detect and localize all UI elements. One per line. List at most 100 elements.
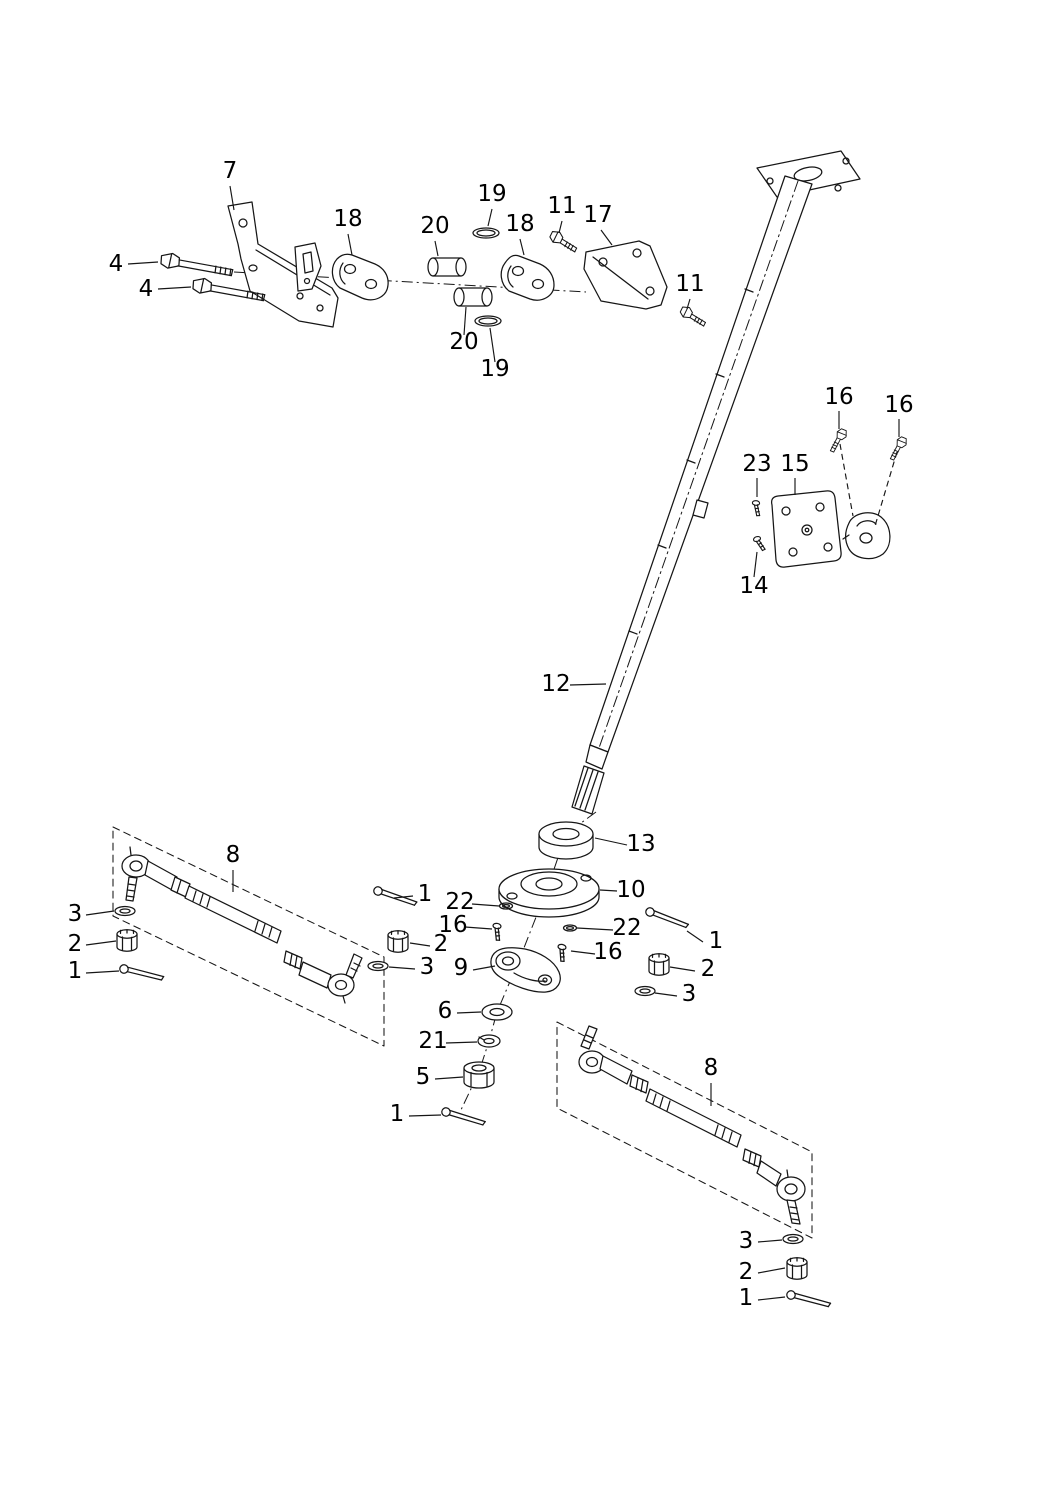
part-number-label: 20 <box>449 329 478 355</box>
ring-19-upper <box>472 227 500 239</box>
part-number-label: 10 <box>616 877 645 903</box>
part-number-label: 7 <box>223 158 238 184</box>
leader-line <box>464 926 493 930</box>
leader-line <box>347 233 353 256</box>
castle-nut-2-bottom-right <box>786 1257 808 1280</box>
screw-16-center-right <box>554 943 569 963</box>
leader-line <box>408 1114 442 1117</box>
part-number-label: 5 <box>416 1064 431 1090</box>
castle-nut-2-right <box>648 953 670 976</box>
part-number-label: 2 <box>434 931 449 957</box>
part-number-label: 16 <box>438 912 467 938</box>
mount-tab-bracket <box>294 242 322 292</box>
part-number-label: 19 <box>480 356 509 382</box>
part-number-label: 8 <box>226 842 241 868</box>
screw-16-center-left <box>490 922 504 942</box>
part-number-label: 19 <box>477 181 506 207</box>
leader-line <box>434 240 439 257</box>
leader-line <box>654 992 678 997</box>
screw-16-b <box>889 435 909 463</box>
leader-line <box>558 220 563 234</box>
tie-rod-assembly-left-8 <box>112 826 385 1047</box>
leader-line <box>669 966 696 972</box>
washer-3-bottom-right <box>782 1233 804 1245</box>
lock-washer-21 <box>477 1034 501 1048</box>
oring-22-right <box>562 924 578 932</box>
bearing-13 <box>538 821 594 860</box>
leader-line <box>445 1041 478 1044</box>
washer-3-center <box>367 960 389 972</box>
bolt-11-upper <box>547 228 581 254</box>
part-number-label: 16 <box>593 939 622 965</box>
leader-line <box>570 950 596 955</box>
cotter-pin-1-right <box>643 906 691 929</box>
leader-line <box>85 910 115 916</box>
leader-line <box>569 683 607 686</box>
part-number-label: 20 <box>420 213 449 239</box>
leader-line <box>594 837 628 846</box>
part-number-label: 9 <box>454 955 469 981</box>
leader-line <box>85 940 117 946</box>
part-number-label: 1 <box>709 928 724 954</box>
leader-line <box>393 895 414 899</box>
part-number-label: 15 <box>780 451 809 477</box>
tie-rod-assembly-right-8 <box>556 1021 813 1239</box>
part-number-label: 4 <box>139 276 154 302</box>
leader-line <box>85 970 120 974</box>
part-number-label: 14 <box>739 573 768 599</box>
leader-lines-layer <box>85 185 900 1301</box>
screw-16-a <box>829 427 849 455</box>
leader-line <box>757 1267 786 1274</box>
leader-line <box>409 942 431 947</box>
bushing-5 <box>463 1061 495 1089</box>
part-number-label: 2 <box>68 931 83 957</box>
part-number-label: 2 <box>701 956 716 982</box>
part-number-label: 11 <box>547 193 576 219</box>
support-bracket-17 <box>583 240 668 310</box>
part-number-label: 13 <box>626 831 655 857</box>
cotter-pin-1-left <box>118 963 165 981</box>
screw-14 <box>752 534 766 553</box>
ball-joint-outer-right <box>756 1160 806 1225</box>
flange-plate-10 <box>498 868 600 918</box>
part-number-label: 1 <box>68 958 83 984</box>
part-number-label: 22 <box>445 889 474 915</box>
clamp-18-right <box>500 254 555 301</box>
leader-line <box>757 1239 783 1243</box>
leader-line <box>686 930 704 943</box>
column-mount-bracket-15 <box>771 490 842 568</box>
ball-joint-inner-left <box>298 953 363 1004</box>
leader-line <box>599 889 618 892</box>
bolt-11-right <box>678 304 709 328</box>
leader-line <box>753 551 758 578</box>
part-number-label: 16 <box>884 392 913 418</box>
part-number-label: 18 <box>333 206 362 232</box>
part-number-label: 11 <box>675 271 704 297</box>
washer-3-right <box>634 985 656 997</box>
castle-nut-2-left <box>116 929 138 952</box>
leader-line <box>874 451 898 527</box>
part-number-label: 3 <box>739 1228 754 1254</box>
washer-6 <box>481 1003 513 1021</box>
clamp-18-left <box>331 253 389 301</box>
ring-19-lower <box>474 315 502 327</box>
leader-line <box>519 238 525 256</box>
part-number-label: 3 <box>682 981 697 1007</box>
spacer-20-lower <box>453 287 493 307</box>
part-number-label: 1 <box>739 1285 754 1311</box>
part-number-label: 23 <box>742 451 771 477</box>
part-number-label: 3 <box>420 954 435 980</box>
leader-line <box>434 1076 464 1080</box>
part-number-label: 16 <box>824 384 853 410</box>
column-clamp-half <box>842 512 891 560</box>
leader-line <box>388 966 416 970</box>
part-number-label: 4 <box>109 251 124 277</box>
leader-line <box>487 208 493 227</box>
part-number-label: 21 <box>418 1028 447 1054</box>
leader-line <box>576 927 614 931</box>
part-number-label: 6 <box>438 998 453 1024</box>
part-number-label: 1 <box>418 881 433 907</box>
leader-line <box>600 229 613 246</box>
